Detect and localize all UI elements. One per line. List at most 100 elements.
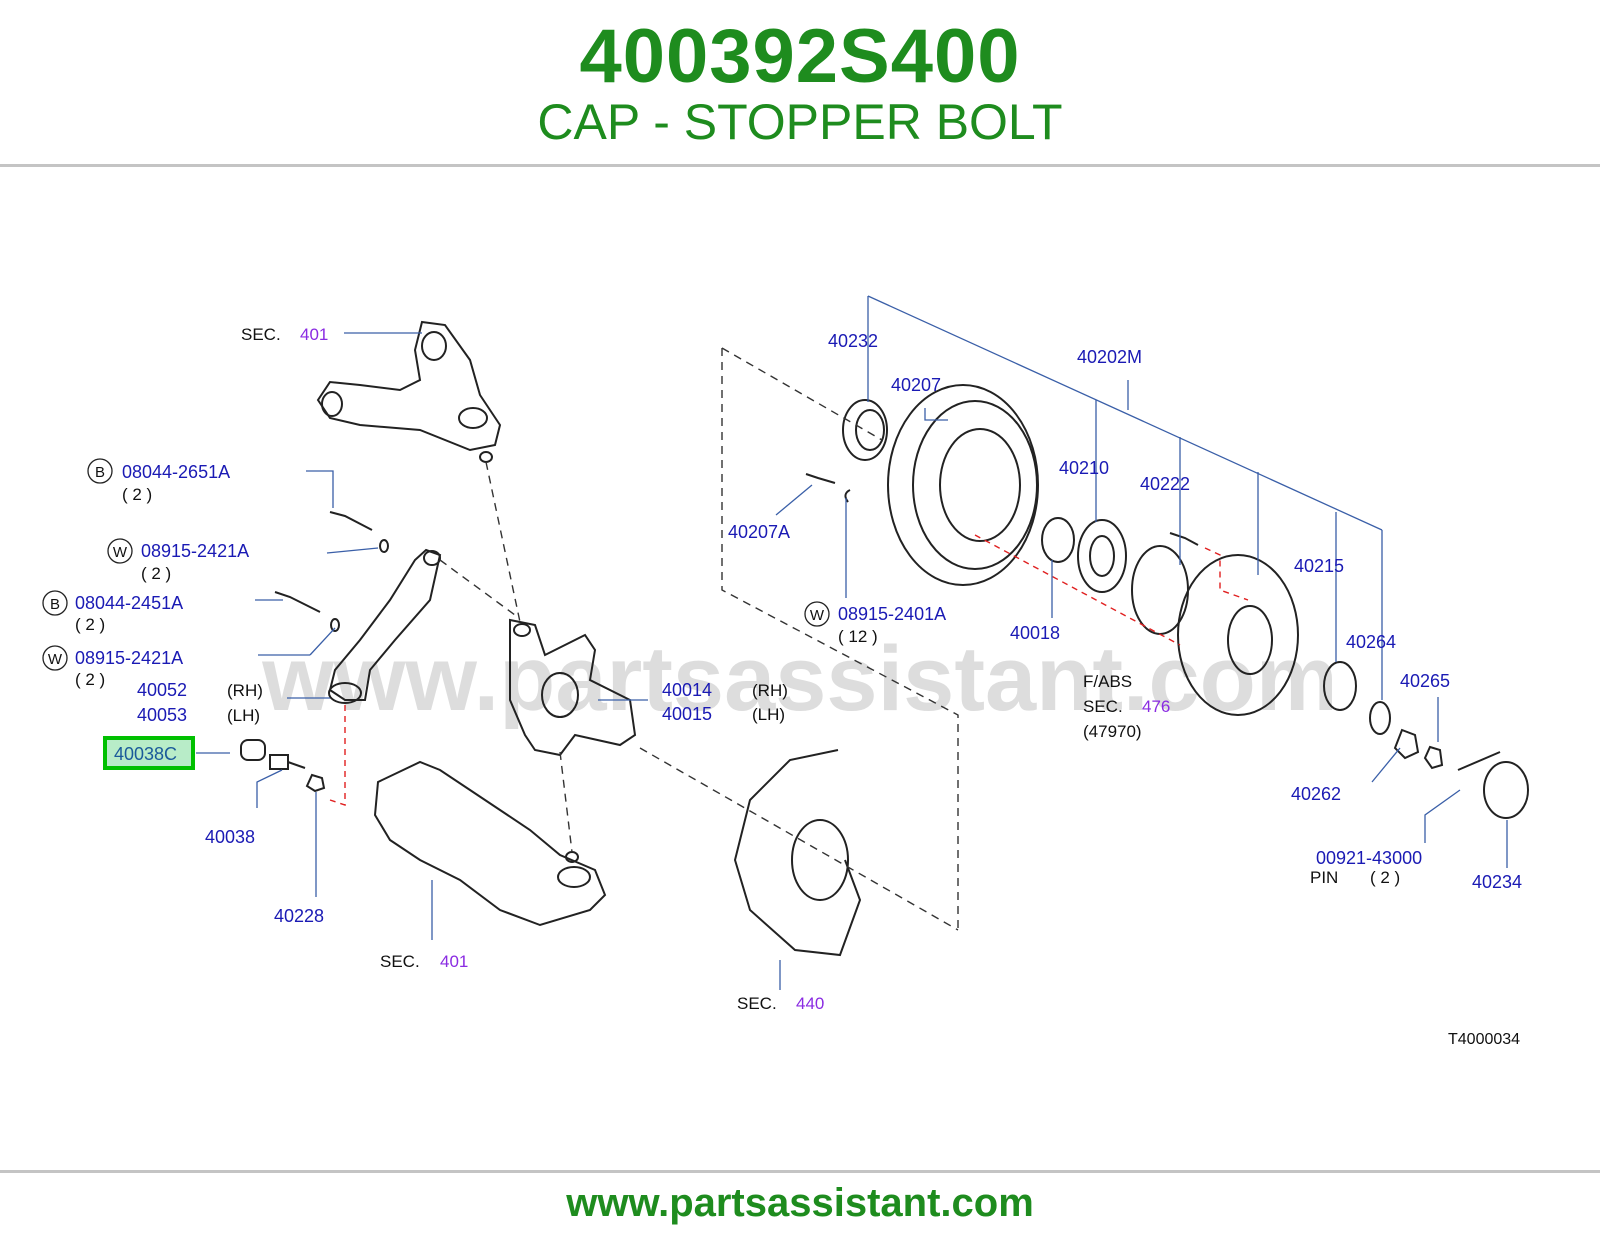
steering-knuckle	[509, 618, 637, 757]
knuckle-arm-axis	[439, 559, 516, 616]
header-divider	[0, 164, 1600, 167]
leader-40202M-frame	[867, 295, 1383, 531]
qty-08044-2651A: ( 2 )	[122, 485, 152, 504]
spindle-axis	[639, 747, 959, 931]
backing-plate	[733, 749, 862, 957]
leader-08915-2421A-b-2	[309, 627, 336, 656]
disc-assembly-frame	[721, 348, 959, 930]
frame-top-edge	[721, 347, 883, 441]
sec-label-abs: SEC.	[1083, 697, 1123, 716]
part-number-links: 08044-2651A 08915-2421A 08044-2451A 0891…	[75, 331, 1522, 926]
badge-w-3-letter: W	[810, 607, 825, 624]
outer-bearing	[1323, 661, 1357, 711]
sec-link-lower-arm[interactable]: 401	[440, 952, 468, 971]
brake-disc-hub	[939, 428, 1021, 542]
part-link-40207A[interactable]: 40207A	[728, 522, 790, 542]
sec-link-abs[interactable]: 476	[1142, 697, 1170, 716]
brake-disc-face	[912, 400, 1038, 570]
disc-hub-hidden-line	[974, 534, 1181, 646]
part-link-40052[interactable]: 40052	[137, 680, 187, 700]
side-40015: (LH)	[752, 705, 785, 724]
badges	[42, 458, 830, 671]
knuckle-top-hole	[513, 623, 531, 637]
part-link-40265[interactable]: 40265	[1400, 671, 1450, 691]
part-link-08915-2421A-b[interactable]: 08915-2421A	[75, 648, 183, 668]
part-link-40053[interactable]: 40053	[137, 705, 187, 725]
part-link-08915-2421A-a[interactable]: 08915-2421A	[141, 541, 249, 561]
part-link-00921-43000[interactable]: 00921-43000	[1316, 848, 1422, 868]
stopper-cap-drawing	[240, 739, 266, 761]
badge-b-2-letter: B	[50, 596, 60, 613]
badge-b-1	[87, 458, 113, 484]
upper-ball-stud	[479, 451, 493, 463]
footer-website-link[interactable]: www.partsassistant.com	[566, 1181, 1034, 1225]
part-link-40210[interactable]: 40210	[1059, 458, 1109, 478]
washer-lower	[330, 618, 340, 632]
inner-bearing-race	[1041, 517, 1075, 563]
lock-washer	[1369, 701, 1391, 735]
part-link-40207[interactable]: 40207	[891, 375, 941, 395]
watermark-text: www.partsassistant.com	[261, 628, 1337, 730]
part-link-08044-2451A[interactable]: 08044-2451A	[75, 593, 183, 613]
knuckle-arm-eye	[328, 682, 362, 704]
leader-40262	[1371, 747, 1401, 783]
hub-nut	[1393, 728, 1420, 760]
part-link-40222[interactable]: 40222	[1140, 474, 1190, 494]
badge-letters: B W B W W	[48, 464, 825, 668]
bolt-lower	[274, 591, 321, 613]
part-link-40202M[interactable]: 40202M	[1077, 347, 1142, 367]
washer-upper	[379, 539, 389, 553]
part-link-40014[interactable]: 40014	[662, 680, 712, 700]
hub-bolt	[1169, 532, 1199, 546]
badge-w-1-letter: W	[113, 544, 128, 561]
part-link-40232[interactable]: 40232	[828, 331, 878, 351]
part-link-40215[interactable]: 40215	[1294, 556, 1344, 576]
lower-balljoint-axis	[559, 751, 573, 853]
knuckle-spindle-base	[541, 672, 579, 718]
leader-40038	[256, 769, 283, 808]
grease-cap-drawing	[1483, 761, 1529, 819]
sec-label-backing: SEC.	[737, 994, 777, 1013]
footer-divider	[0, 1170, 1600, 1173]
part-drawings	[240, 320, 1529, 957]
sec-label-lower: SEC.	[380, 952, 420, 971]
wheel-hub	[1177, 554, 1299, 716]
leader-08915-2421A-a	[326, 547, 379, 554]
lower-control-arm	[373, 760, 607, 927]
part-link-40262[interactable]: 40262	[1291, 784, 1341, 804]
grease-seal-inner	[855, 409, 885, 451]
part-link-40264[interactable]: 40264	[1346, 632, 1396, 652]
assembly-dash-lines	[439, 347, 959, 931]
part-link-08044-2651A[interactable]: 08044-2651A	[122, 462, 230, 482]
sec-link-backing-plate[interactable]: 440	[796, 994, 824, 1013]
leader-40207A	[775, 484, 813, 516]
sec-link-upper-arm[interactable]: 401	[300, 325, 328, 344]
page-header: 400392S400 CAP - STOPPER BOLT	[0, 0, 1600, 168]
brake-disc-outer	[887, 384, 1039, 586]
part-link-40234[interactable]: 40234	[1472, 872, 1522, 892]
part-link-40228[interactable]: 40228	[274, 906, 324, 926]
part-link-40038[interactable]: 40038	[205, 827, 255, 847]
stopper-bolt-head	[269, 754, 289, 770]
section-labels: SEC. 401 SEC. 401 SEC. 440 F/ABS SEC. 47…	[241, 325, 1520, 1048]
leader-00921-43000	[1424, 789, 1461, 843]
side-40052: (RH)	[227, 681, 263, 700]
upper-arm-bushing-2	[321, 391, 343, 417]
qty-08915-2401A: ( 12 )	[838, 627, 878, 646]
part-link-40038C[interactable]: 40038C	[114, 744, 177, 764]
qty-08915-2421A-a: ( 2 )	[141, 564, 171, 583]
qty-08915-2421A-b: ( 2 )	[75, 670, 105, 689]
part-link-08915-2401A[interactable]: 08915-2401A	[838, 604, 946, 624]
part-link-40018[interactable]: 40018	[1010, 623, 1060, 643]
upper-arm-bushing	[421, 331, 447, 361]
fabs-code: (47970)	[1083, 722, 1142, 741]
grease-seal-drawing	[842, 399, 888, 461]
adjusting-cap	[1423, 745, 1444, 770]
quantity-labels: ( 2 ) ( 2 ) ( 2 ) ( 2 ) ( 12 ) ( 2 ) (RH…	[75, 485, 1400, 887]
pin-label: PIN	[1310, 868, 1338, 887]
lower-ball-joint	[557, 866, 591, 888]
disc-bolt	[805, 473, 836, 484]
stopper-bolt-shank	[287, 761, 306, 769]
part-name-subtitle: CAP - STOPPER BOLT	[537, 94, 1063, 150]
part-link-40015[interactable]: 40015	[662, 704, 712, 724]
